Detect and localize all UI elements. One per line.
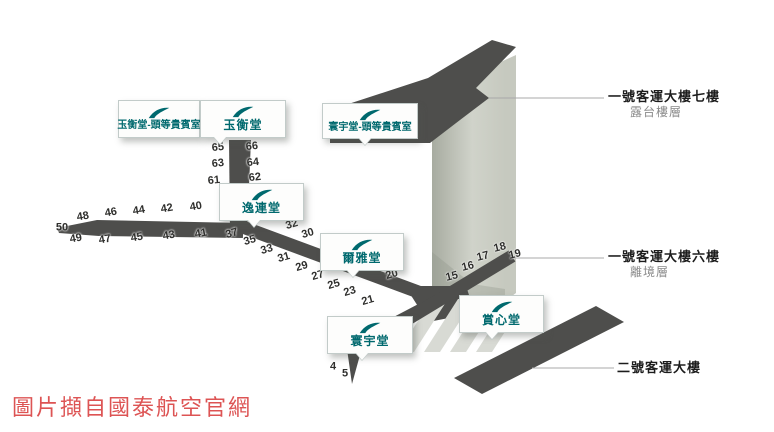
terminal1-building-side xyxy=(505,55,516,301)
concourse-arm-west xyxy=(57,220,243,238)
concourse-arm-north xyxy=(229,140,251,232)
source-caption: 圖片擷自國泰航空官網 xyxy=(12,395,253,420)
terminal2-building xyxy=(454,306,624,394)
concourse-arm-south-tip xyxy=(346,342,363,384)
